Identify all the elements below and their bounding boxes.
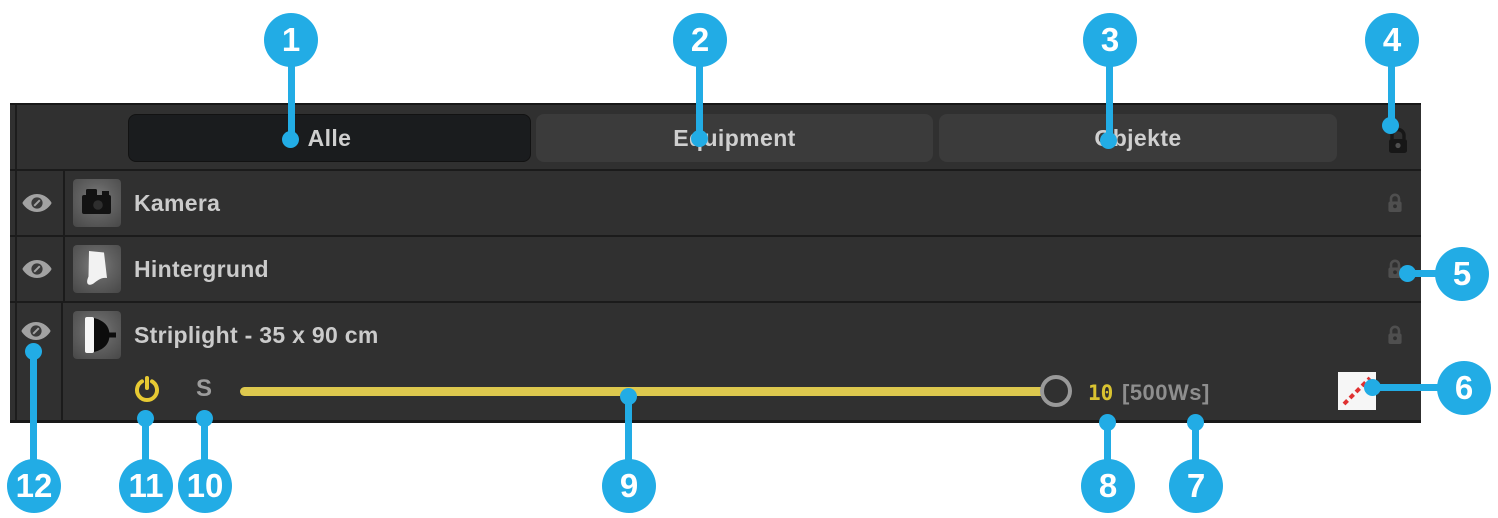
visibility-toggle[interactable] (10, 237, 65, 301)
power-value: 10 (1088, 381, 1114, 405)
power-icon[interactable] (133, 375, 161, 403)
power-slider-track (240, 387, 1060, 396)
callout-number: 7 (1186, 467, 1206, 504)
layers-panel: Alle Equipment Objekte (10, 103, 1421, 423)
eye-icon (21, 194, 52, 212)
callout-number: 8 (1098, 467, 1118, 504)
layer-label: Hintergrund (134, 256, 269, 282)
callout-number: 3 (1100, 21, 1120, 58)
callout-number: 12 (15, 467, 53, 504)
striplight-icon (73, 311, 121, 359)
layer-row-striplight[interactable]: Striplight - 35 x 90 cm S 10 [50 (10, 303, 1421, 420)
energy-label: [500Ws] (1122, 380, 1210, 405)
callout-number: 4 (1382, 21, 1402, 58)
layer-row-kamera[interactable]: Kamera (10, 171, 1421, 237)
tab-objekte[interactable]: Objekte (939, 114, 1337, 162)
eye-icon (21, 260, 52, 278)
callout-number: 9 (619, 467, 639, 504)
power-slider[interactable] (240, 387, 1072, 396)
tab-equipment[interactable]: Equipment (536, 114, 933, 162)
power-slider-handle[interactable] (1040, 375, 1072, 407)
panel-header: Alle Equipment Objekte (10, 105, 1421, 171)
callout-number: 6 (1454, 369, 1474, 406)
callout-number: 10 (186, 467, 224, 504)
tab-alle[interactable]: Alle (128, 114, 531, 162)
visibility-toggle[interactable] (10, 171, 65, 235)
lock-icon[interactable] (1386, 192, 1404, 214)
lock-icon[interactable] (1386, 324, 1404, 346)
lock-icon[interactable] (1386, 258, 1404, 280)
callout-number: 2 (690, 21, 710, 58)
callout-number: 5 (1452, 255, 1472, 292)
eye-icon (20, 322, 51, 340)
callout-number: 1 (281, 21, 301, 58)
layer-row-hintergrund[interactable]: Hintergrund (10, 237, 1421, 303)
camera-icon (73, 179, 121, 227)
layer-label: Striplight - 35 x 90 cm (134, 322, 379, 348)
visibility-toggle[interactable] (10, 303, 63, 420)
backdrop-icon (73, 245, 121, 293)
mode-s-button[interactable]: S (196, 375, 213, 402)
layer-label: Kamera (134, 190, 221, 216)
callout-number: 11 (128, 467, 164, 504)
panel-edge-divider (15, 105, 17, 420)
